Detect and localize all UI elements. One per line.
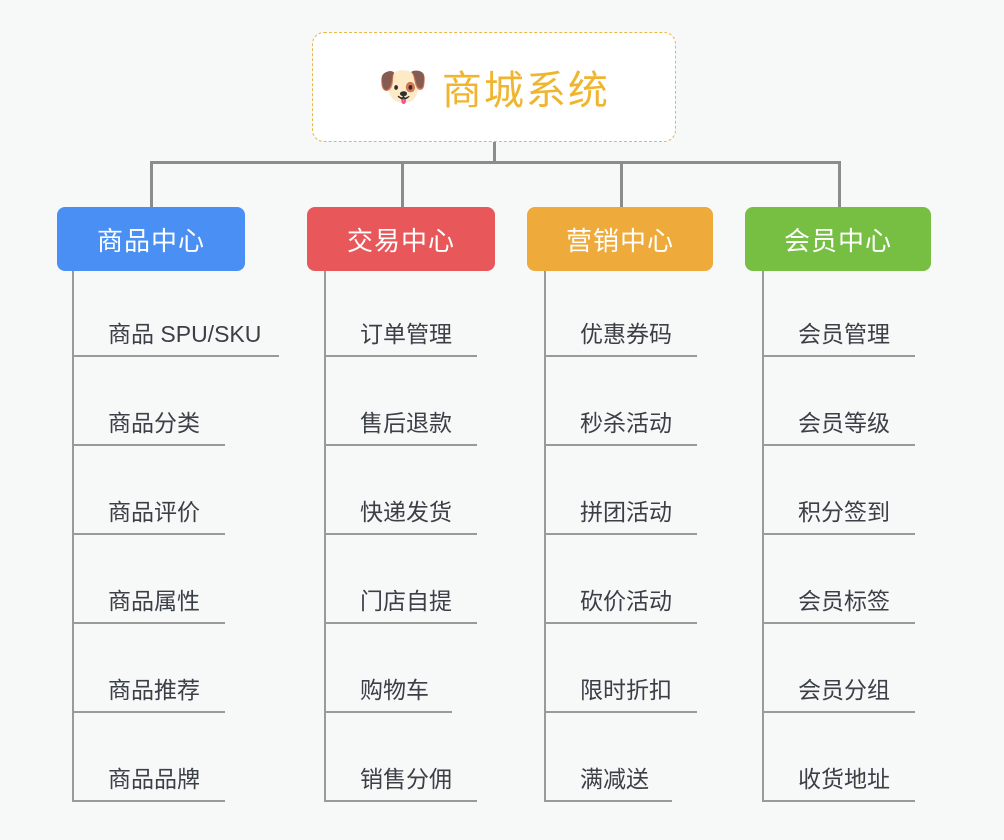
- leaf-rule-line: [72, 355, 279, 357]
- horizontal-bus-connector: [150, 161, 841, 164]
- leaf-rule-line: [72, 444, 225, 446]
- leaf-rule-line: [544, 533, 697, 535]
- leaf-rule-line: [72, 711, 225, 713]
- leaf-label: 门店自提: [360, 588, 452, 614]
- root-node[interactable]: 🐶 商城系统: [312, 32, 676, 142]
- leaf-label: 商品评价: [108, 499, 200, 525]
- leaf-rule-line: [762, 355, 915, 357]
- leaf-rule-line: [324, 711, 452, 713]
- leaf-rule-line: [544, 444, 697, 446]
- leaf-label: 收货地址: [798, 766, 890, 792]
- leaf-label: 订单管理: [360, 321, 452, 347]
- leaf-label: 限时折扣: [580, 677, 672, 703]
- leaf-label: 商品分类: [108, 410, 200, 436]
- category-label: 交易中心: [346, 225, 455, 256]
- leaf-rule-line: [544, 355, 697, 357]
- category-box-1[interactable]: 交易中心: [307, 207, 495, 271]
- column-trunk-line: [762, 271, 764, 800]
- leaf-label: 拼团活动: [580, 499, 672, 525]
- leaf-rule-line: [762, 800, 915, 802]
- leaf-label: 商品属性: [108, 588, 200, 614]
- leaf-rule-line: [324, 444, 477, 446]
- leaf-rule-line: [324, 533, 477, 535]
- category-label: 营销中心: [565, 225, 674, 256]
- leaf-label: 满减送: [580, 766, 649, 792]
- category-box-2[interactable]: 营销中心: [527, 207, 713, 271]
- leaf-rule-line: [324, 800, 477, 802]
- column-trunk-line: [324, 271, 326, 800]
- leaf-label: 会员分组: [798, 677, 890, 703]
- leaf-label: 销售分佣: [360, 766, 452, 792]
- category-box-3[interactable]: 会员中心: [745, 207, 931, 271]
- category-label: 会员中心: [783, 225, 892, 256]
- leaf-label: 商品品牌: [108, 766, 200, 792]
- leaf-label: 会员管理: [798, 321, 890, 347]
- leaf-rule-line: [762, 444, 915, 446]
- leaf-label: 砍价活动: [580, 588, 672, 614]
- column-trunk-line: [72, 271, 74, 800]
- leaf-rule-line: [324, 355, 477, 357]
- category-box-0[interactable]: 商品中心: [57, 207, 245, 271]
- category-label: 商品中心: [96, 225, 205, 256]
- leaf-rule-line: [72, 800, 225, 802]
- leaf-label: 商品推荐: [108, 677, 200, 703]
- leaf-label: 售后退款: [360, 410, 452, 436]
- root-stem-connector: [493, 142, 496, 164]
- leaf-rule-line: [72, 533, 225, 535]
- leaf-rule-line: [72, 622, 225, 624]
- leaf-label: 优惠券码: [580, 321, 672, 347]
- leaf-label: 积分签到: [798, 499, 890, 525]
- branch-drop-connector-2: [620, 161, 623, 208]
- leaf-label: 快递发货: [360, 499, 452, 525]
- leaf-rule-line: [544, 800, 672, 802]
- leaf-label: 商品 SPU/SKU: [108, 321, 262, 347]
- leaf-label: 会员等级: [798, 410, 890, 436]
- leaf-rule-line: [324, 622, 477, 624]
- leaf-label: 会员标签: [798, 588, 890, 614]
- leaf-rule-line: [762, 711, 915, 713]
- column-trunk-line: [544, 271, 546, 800]
- root-title: 商城系统: [441, 69, 610, 113]
- branch-drop-connector-1: [401, 161, 404, 208]
- dog-face-icon: 🐶: [378, 65, 428, 109]
- branch-drop-connector-0: [150, 161, 153, 208]
- leaf-rule-line: [544, 622, 697, 624]
- leaf-rule-line: [762, 533, 915, 535]
- leaf-label: 秒杀活动: [580, 410, 672, 436]
- leaf-rule-line: [544, 711, 697, 713]
- leaf-label: 购物车: [360, 677, 429, 703]
- branch-drop-connector-3: [838, 161, 841, 208]
- leaf-rule-line: [762, 622, 915, 624]
